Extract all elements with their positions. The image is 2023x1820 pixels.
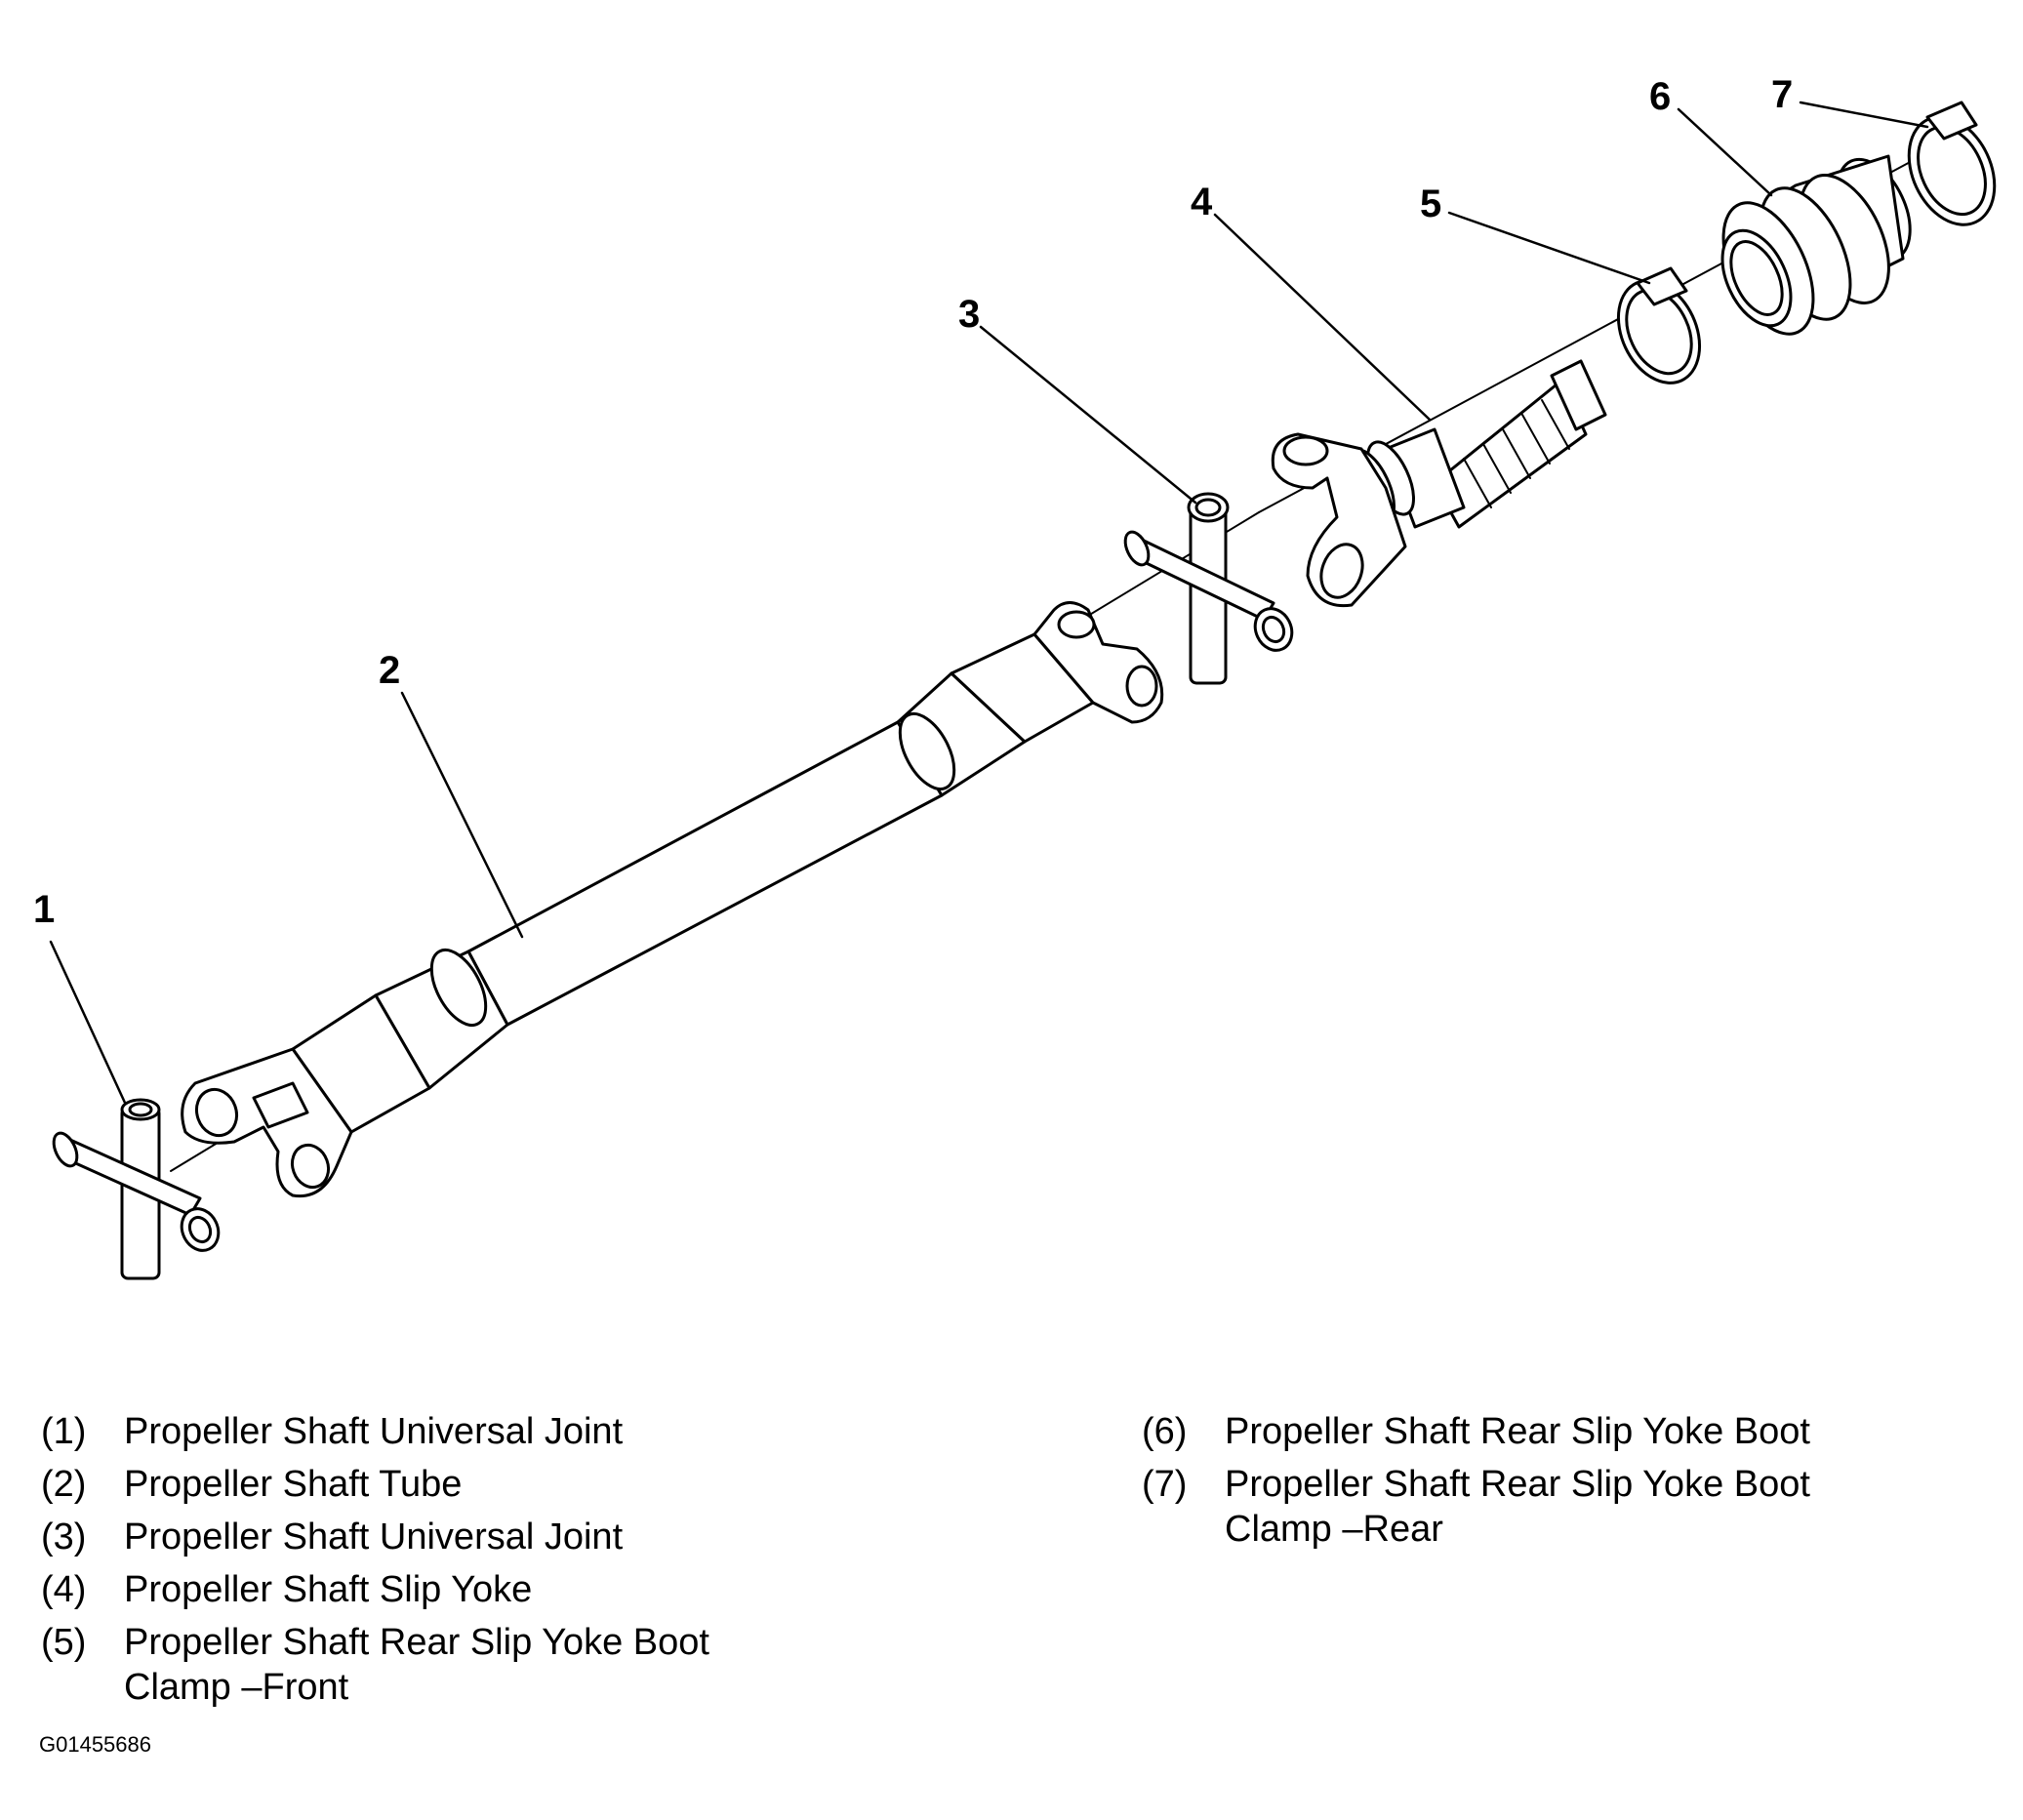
legend-label: Propeller Shaft Rear Slip Yoke Boot xyxy=(1225,1411,1810,1452)
legend-item-7: (7) Propeller Shaft Rear Slip Yoke Boot … xyxy=(1142,1458,2001,1556)
legend-number: (5) xyxy=(41,1622,87,1663)
callout-1: 1 xyxy=(33,888,55,931)
slip-yoke-boot xyxy=(1720,154,1912,336)
legend-number: (3) xyxy=(41,1517,87,1557)
figure-id: G01455686 xyxy=(39,1732,151,1757)
legend-left-column: (1) Propeller Shaft Universal Joint (2) … xyxy=(41,1405,1095,1714)
callout-6: 6 xyxy=(1649,75,1671,118)
legend-number: (6) xyxy=(1142,1411,1188,1452)
legend-item-5: (5) Propeller Shaft Rear Slip Yoke Boot … xyxy=(41,1616,1095,1714)
legend-label: Propeller Shaft Universal Joint xyxy=(124,1411,624,1452)
callout-2: 2 xyxy=(379,649,400,692)
boot-clamp-front xyxy=(1616,266,1702,384)
boot-clamp-rear xyxy=(1907,101,1997,226)
legend-item-6: (6) Propeller Shaft Rear Slip Yoke Boot xyxy=(1142,1405,2001,1458)
leader-line-5 xyxy=(1447,211,1651,285)
propeller-shaft-exploded-diagram: 1 2 3 4 5 6 7 xyxy=(33,73,1997,1280)
legend-number: (7) xyxy=(1142,1464,1188,1505)
leader-line-6 xyxy=(1677,107,1773,197)
callout-7: 7 xyxy=(1771,73,1793,116)
leader-line-4 xyxy=(1213,213,1432,422)
leader-line-1 xyxy=(49,940,127,1105)
legend-number: (2) xyxy=(41,1464,87,1505)
legend-item-3: (3) Propeller Shaft Universal Joint xyxy=(41,1511,1095,1563)
rear-universal-joint xyxy=(1123,492,1294,685)
legend-number: (4) xyxy=(41,1569,87,1610)
front-universal-joint xyxy=(52,1098,221,1280)
leader-line-2 xyxy=(400,691,524,939)
legend-label: Propeller Shaft Rear Slip Yoke Boot Clam… xyxy=(1225,1464,1810,1550)
legend-label: Propeller Shaft Slip Yoke xyxy=(124,1569,533,1610)
legend-label: Propeller Shaft Tube xyxy=(124,1464,463,1505)
leader-lines xyxy=(49,101,1929,1105)
legend-number: (1) xyxy=(41,1411,87,1452)
legend-label: Propeller Shaft Universal Joint xyxy=(124,1517,624,1557)
callout-4: 4 xyxy=(1191,181,1213,223)
propeller-shaft-tube xyxy=(181,601,1164,1198)
slip-yoke xyxy=(1271,359,1607,608)
legend-label: Propeller Shaft Rear Slip Yoke Boot Clam… xyxy=(124,1622,709,1708)
leader-line-3 xyxy=(979,325,1197,505)
legend-right-column: (6) Propeller Shaft Rear Slip Yoke Boot … xyxy=(1142,1405,2001,1556)
legend-item-4: (4) Propeller Shaft Slip Yoke xyxy=(41,1563,1095,1616)
leader-line-7 xyxy=(1799,101,1929,129)
legend-item-1: (1) Propeller Shaft Universal Joint xyxy=(41,1405,1095,1458)
legend-item-2: (2) Propeller Shaft Tube xyxy=(41,1458,1095,1511)
callout-5: 5 xyxy=(1420,182,1441,225)
callout-3: 3 xyxy=(958,293,980,336)
